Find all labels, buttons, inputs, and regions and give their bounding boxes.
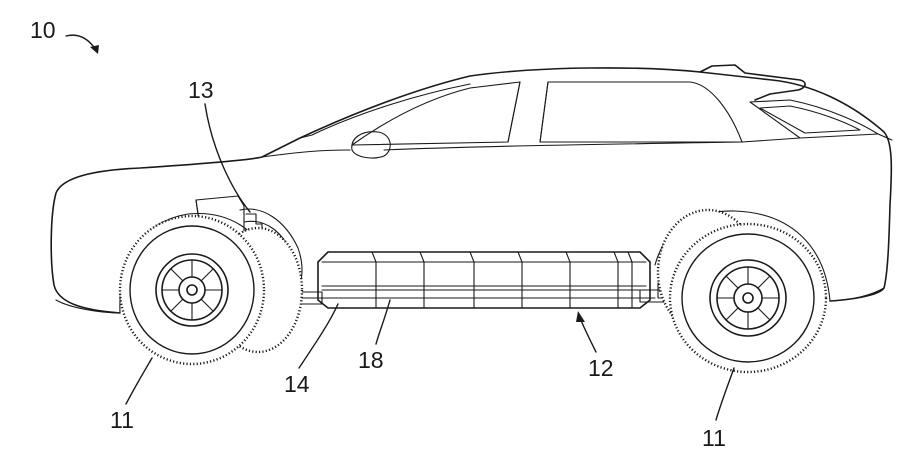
rear-wheel	[658, 210, 826, 372]
label-front-wheel: 11	[110, 407, 134, 433]
label-drive-unit: 13	[188, 77, 214, 103]
battery-module-dividers	[372, 252, 632, 308]
label-vehicle: 10	[30, 17, 56, 43]
label-frame-rail: 14	[284, 371, 310, 397]
label-battery-module: 18	[358, 347, 384, 373]
front-wheel	[120, 216, 302, 364]
label-rear-wheel: 11	[702, 425, 726, 451]
label-battery-pack: 12	[588, 355, 614, 381]
greenhouse	[300, 65, 892, 158]
battery-pack	[318, 252, 650, 308]
